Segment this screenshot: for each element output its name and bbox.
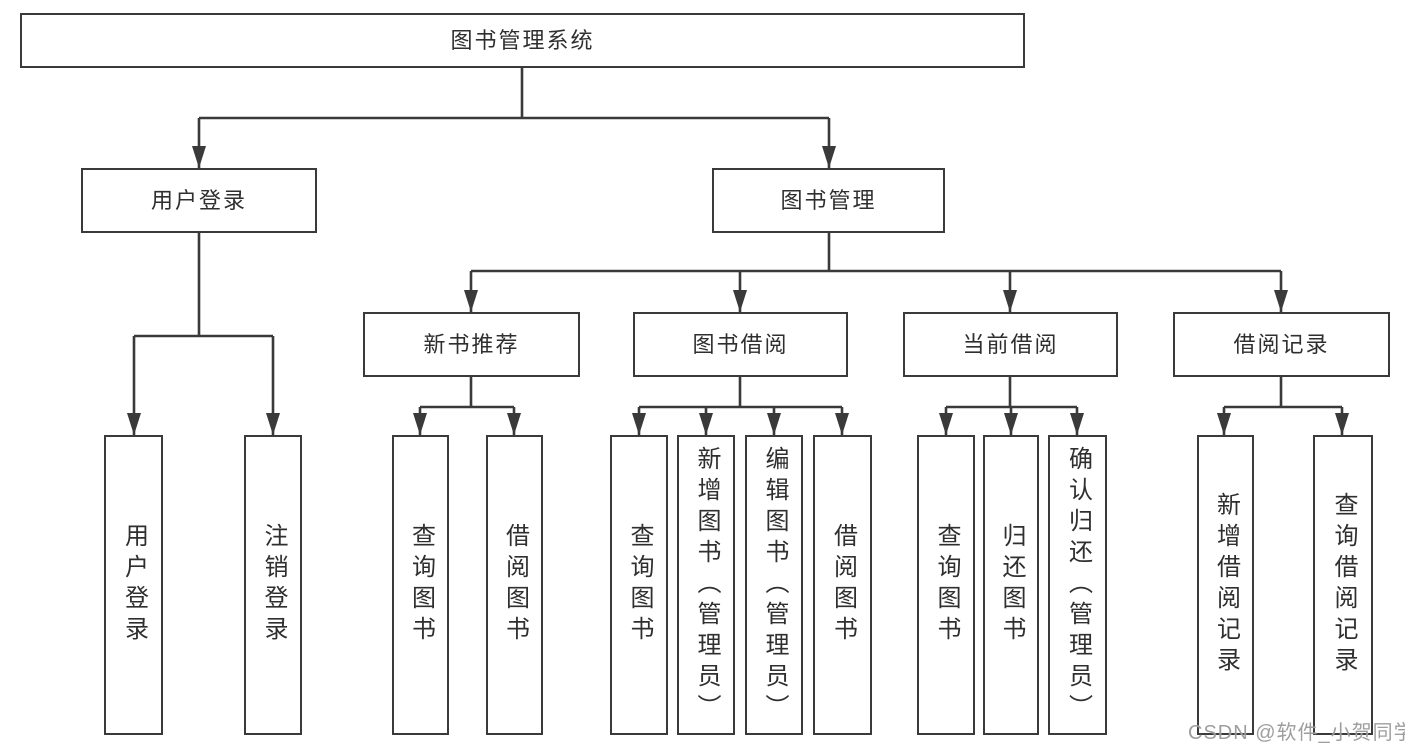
leaf-records-query-record-label: 查询借阅记录	[1330, 492, 1357, 678]
leaf-logout-label: 注销登录	[260, 523, 287, 647]
leaf-borrow-add-book: 新增图书（管理员）	[677, 435, 735, 735]
leaf-newbooks-borrow-book-label: 借阅图书	[501, 523, 529, 647]
node-book-borrow-label: 图书借阅	[692, 331, 789, 357]
leaf-borrow-borrow-book-label: 借阅图书	[829, 523, 857, 647]
leaf-logout: 注销登录	[244, 435, 302, 735]
node-book-borrow: 图书借阅	[633, 312, 848, 377]
leaf-current-confirm-return: 确认归还（管理员）	[1048, 435, 1107, 735]
leaf-borrow-borrow-book: 借阅图书	[813, 435, 872, 735]
leaf-borrow-query-book-label: 查询图书	[626, 523, 653, 647]
leaf-records-query-record: 查询借阅记录	[1313, 435, 1373, 735]
node-borrow-records: 借阅记录	[1173, 312, 1390, 377]
node-borrow-records-label: 借阅记录	[1233, 331, 1330, 357]
leaf-newbooks-borrow-book: 借阅图书	[486, 435, 543, 735]
leaf-current-return-book: 归还图书	[983, 435, 1039, 735]
leaf-current-query-book-label: 查询图书	[933, 523, 960, 647]
node-root-label: 图书管理系统	[450, 27, 595, 53]
leaf-user-login: 用户登录	[104, 435, 163, 735]
leaf-current-return-book-label: 归还图书	[998, 523, 1025, 647]
node-user-login-label: 用户登录	[150, 187, 247, 213]
node-current-borrow: 当前借阅	[903, 312, 1118, 377]
leaf-newbooks-query-book-label: 查询图书	[407, 523, 435, 647]
leaf-records-add-record-label: 新增借阅记录	[1212, 492, 1240, 678]
node-new-book-recommend: 新书推荐	[363, 312, 580, 377]
leaf-records-add-record: 新增借阅记录	[1197, 435, 1254, 735]
leaf-newbooks-query-book: 查询图书	[392, 435, 449, 735]
node-book-management-label: 图书管理	[780, 187, 877, 213]
leaf-borrow-query-book: 查询图书	[610, 435, 668, 735]
watermark: CSDN @软件_小贺同学	[1188, 722, 1405, 744]
node-current-borrow-label: 当前借阅	[962, 331, 1059, 357]
leaf-user-login-label: 用户登录	[120, 523, 148, 647]
leaf-borrow-edit-book-label: 编辑图书（管理员）	[761, 445, 788, 725]
leaf-current-query-book: 查询图书	[917, 435, 975, 735]
node-user-login: 用户登录	[81, 168, 317, 233]
leaf-current-confirm-return-label: 确认归还（管理员）	[1064, 445, 1092, 725]
leaf-borrow-edit-book: 编辑图书（管理员）	[745, 435, 803, 735]
node-book-management: 图书管理	[712, 168, 945, 233]
node-root: 图书管理系统	[20, 13, 1025, 68]
leaf-borrow-add-book-label: 新增图书（管理员）	[693, 445, 720, 725]
node-new-book-recommend-label: 新书推荐	[423, 331, 520, 357]
